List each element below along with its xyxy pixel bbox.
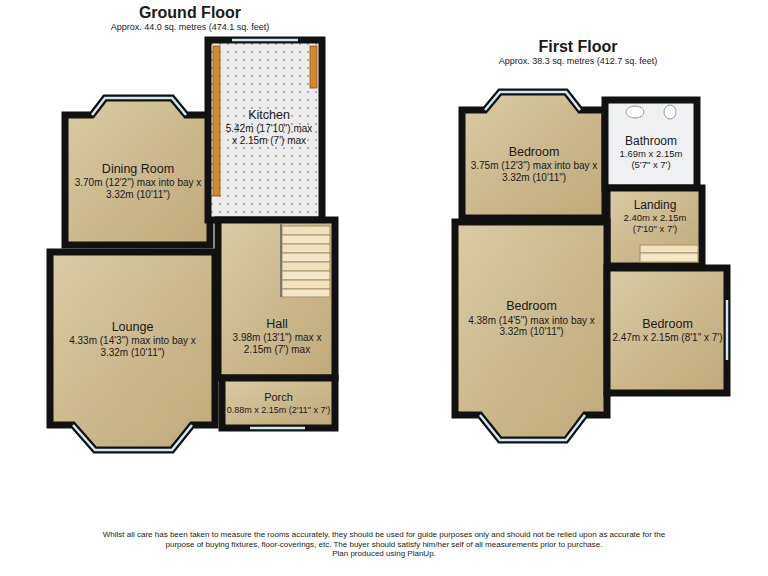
bedroom-floor <box>455 222 607 440</box>
stair-step <box>282 244 330 253</box>
room-dimensions: 3.98m (13'1") max x 2.15m (7') max <box>224 332 330 355</box>
room-box: Dining Room3.70m (12'2") max into bay x … <box>70 122 206 240</box>
stair-step <box>282 253 330 262</box>
bay-window <box>480 415 585 440</box>
room-dimensions: 2.47m x 2.15m (8'1" x 7') <box>612 332 722 344</box>
window <box>232 39 298 42</box>
room-box: Bedroom3.75m (12'3") max into bay x 3.32… <box>467 114 601 214</box>
room-name: Bedroom <box>509 145 560 159</box>
stair-step <box>282 235 330 244</box>
stair-step <box>282 280 330 289</box>
bay-window <box>73 425 192 450</box>
floor-heading: First Floor <box>428 37 728 56</box>
bathroom-floor <box>605 100 697 188</box>
stair-step <box>282 226 330 235</box>
room-dimensions: 5.42m (17'10") max x 2.15m (7') max <box>222 123 316 146</box>
room-dimensions: 3.70m (12'2") max into bay x 3.32m (10'1… <box>70 177 206 200</box>
room-name: Bathroom <box>625 135 677 149</box>
bay-window <box>92 98 186 115</box>
stair-step <box>282 262 330 271</box>
staircase <box>281 224 330 297</box>
room-name: Hall <box>266 317 288 331</box>
room-dimensions: 2.40m x 2.15m (7'10" x 7') <box>612 213 698 235</box>
stair-step <box>282 271 330 280</box>
room-name: Porch <box>264 391 293 404</box>
room-dimensions: 4.33m (14'3") max into bay x 3.32m (10'1… <box>56 335 209 358</box>
room-name: Landing <box>634 199 677 213</box>
hall-floor <box>218 220 335 378</box>
room-box: Porch0.88m x 2.15m (2'11" x 7') <box>226 382 331 424</box>
disclaimer-note: Whilst all care has been taken to measur… <box>99 530 669 549</box>
front-door <box>250 427 305 430</box>
room-box: Kitchen5.42m (17'10") max x 2.15m (7') m… <box>222 92 316 162</box>
bay-window <box>485 92 580 110</box>
credit-note: Plan produced using PlanUp. <box>99 549 669 559</box>
stair-step <box>640 245 698 253</box>
kitchen-counter <box>213 46 220 196</box>
bedroom-floor <box>607 268 727 393</box>
room-name: Dining Room <box>102 162 174 176</box>
room-dimensions: 3.75m (12'3") max into bay x 3.32m (10'1… <box>467 160 601 183</box>
floor-area: Approx. 44.0 sq. metres (474.1 sq. feet) <box>10 22 370 33</box>
bedroom-floor <box>462 92 605 218</box>
stair-step <box>640 253 698 262</box>
washbasin <box>626 106 644 118</box>
room-box: Bedroom 4.38m (14'5") max into bay x 3.32… <box>460 226 603 411</box>
room-box: Lounge4.33m (14'3") max into bay x 3.32m… <box>56 258 209 420</box>
landing-floor <box>607 188 702 266</box>
room-dimensions: 0.88m x 2.15m (2'11" x 7') <box>227 405 331 415</box>
kitchen-counter <box>310 46 317 88</box>
room-box: Landing2.40m x 2.15m (7'10" x 7') <box>612 192 698 242</box>
room-dimensions: 1.69m x 2.15m (5'7" x 7') <box>610 149 692 171</box>
lounge-floor <box>50 252 215 450</box>
room-box: Bathroom1.69m x 2.15m (5'7" x 7') <box>610 122 692 184</box>
room-name: Bedroom <box>642 317 693 331</box>
floor-heading: Ground Floor <box>10 3 370 22</box>
dining-room-floor <box>65 98 210 245</box>
room-name: Kitchen <box>248 108 290 122</box>
staircase <box>640 245 698 262</box>
room-box: Bedroom2.47m x 2.15m (8'1" x 7') <box>612 272 723 389</box>
room-dimensions: 4.38m (14'5") max into bay x 3.32m (10'1… <box>460 315 603 338</box>
room-name: Bedroom <box>506 299 557 313</box>
kitchen-floor <box>208 40 322 220</box>
floor-area: Approx. 38.3 sq. metres (412.7 sq. feet) <box>428 56 728 67</box>
banister <box>280 224 282 297</box>
stair-step <box>282 289 330 297</box>
porch-floor <box>222 378 335 428</box>
window <box>726 300 729 360</box>
room-box: Hall3.98m (13'1") max x 2.15m (7') max <box>224 300 330 372</box>
room-name: Lounge <box>112 320 154 334</box>
toilet <box>664 105 676 119</box>
